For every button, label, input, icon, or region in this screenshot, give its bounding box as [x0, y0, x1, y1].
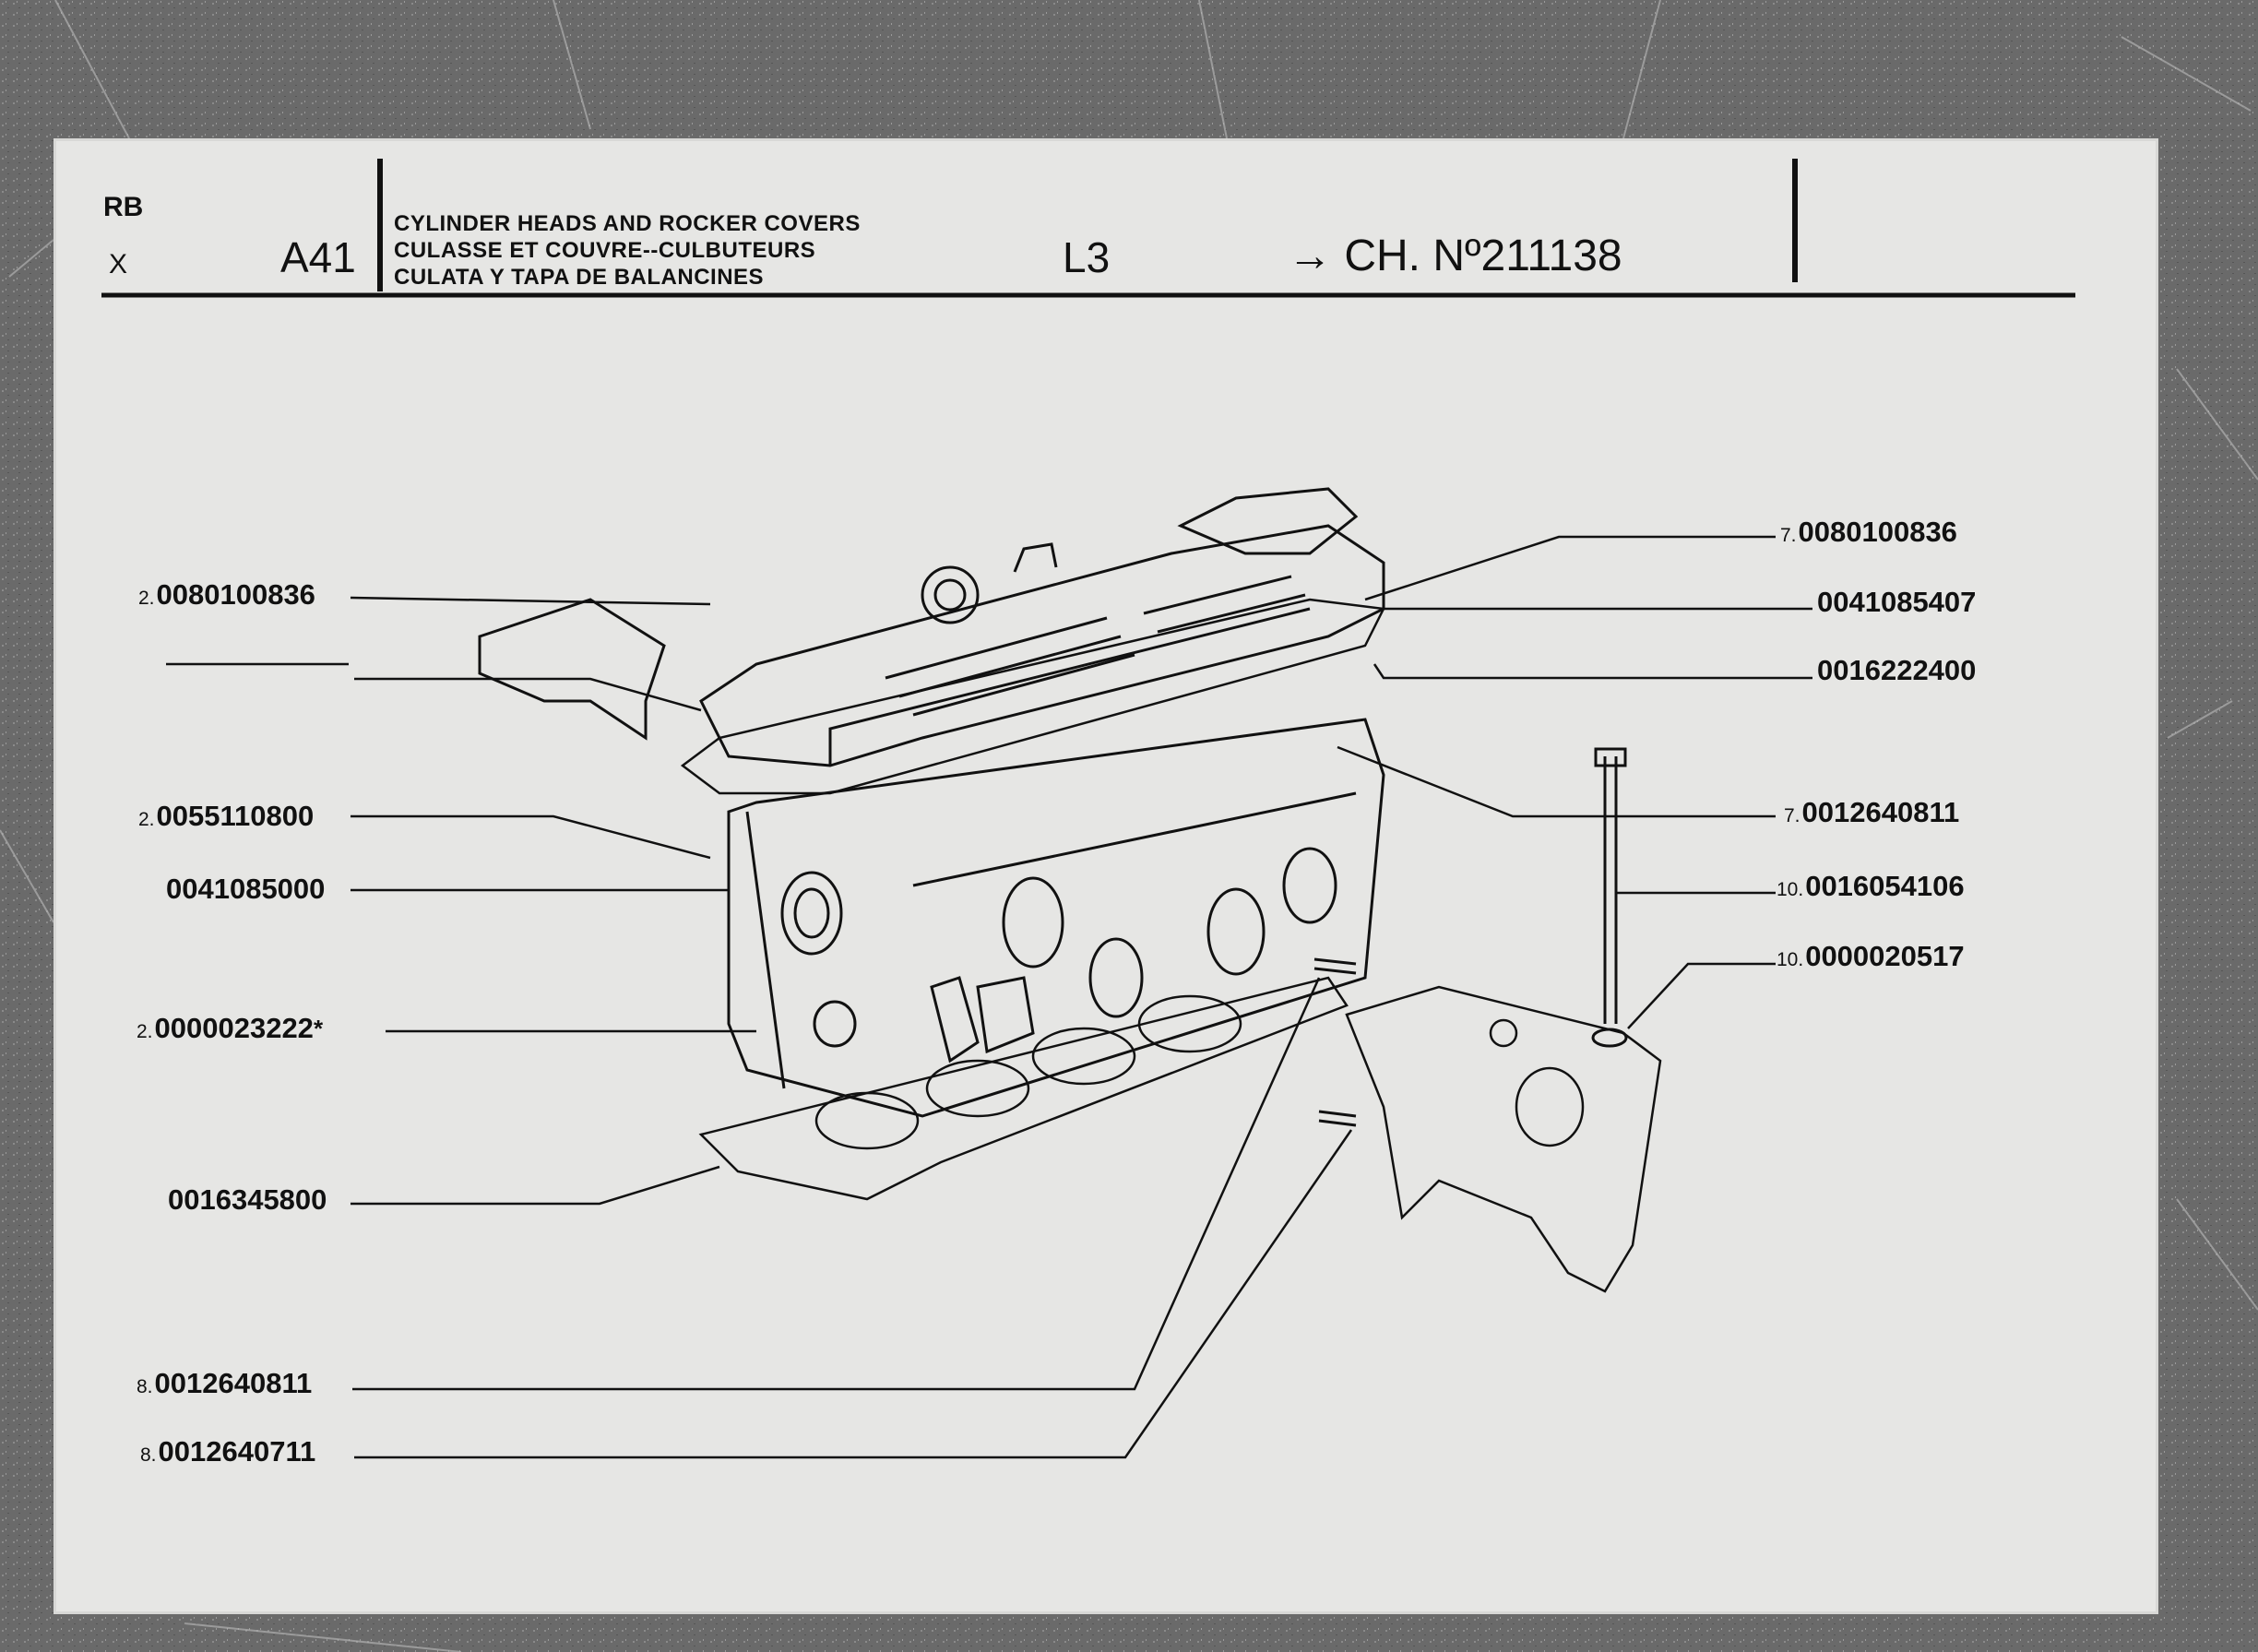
section-title: CYLINDER HEADS AND ROCKER COVERS CULASSE… [394, 210, 861, 291]
parts-sheet [53, 138, 2158, 1614]
title-spanish: CULATA Y TAPA DE BALANCINES [394, 265, 765, 290]
washer [1591, 1028, 1628, 1048]
part-number: 0012640711 [158, 1435, 316, 1468]
part-number: 0012640811 [1801, 796, 1960, 828]
part-number: 0012640811 [154, 1367, 313, 1399]
title-english: CYLINDER HEADS AND ROCKER COVERS [394, 211, 861, 236]
part-qty: 8. [140, 1444, 157, 1466]
part-number: 0041085407 [1817, 586, 1977, 618]
part-mark: * [313, 1015, 324, 1042]
part-label-left: 2.0000023222* [137, 1013, 323, 1048]
part-number: 0041085000 [166, 873, 326, 905]
part-qty: 7. [1780, 525, 1797, 546]
part-number: 0000020517 [1805, 940, 1965, 972]
part-label-left: 8.0012640711 [140, 1436, 315, 1471]
section-code: A41 [280, 233, 356, 281]
part-label-right: 7.0012640811 [1784, 797, 1959, 832]
stud-upper [1313, 957, 1357, 975]
part-label-right: 10.0000020517 [1777, 941, 1965, 976]
part-number: 0016345800 [168, 1183, 327, 1216]
cylinder-head [727, 718, 1385, 1118]
line-code: RB [103, 192, 144, 222]
part-number: 0016222400 [1817, 654, 1977, 686]
part-label-right: 7.0080100836 [1780, 517, 1957, 552]
head-gasket [698, 976, 1349, 1201]
leaders-right [1337, 535, 1812, 1029]
gasket-bores [814, 994, 1242, 1150]
title-french: CULASSE ET COUVRE--CULBUTEURS [394, 238, 816, 263]
chassis-reference: → CH. Nº211138 [1288, 232, 1622, 280]
part-number: 0080100836 [1798, 516, 1957, 548]
part-label-left: 2.0055110800 [138, 801, 314, 836]
part-label-right: 10.0016054106 [1777, 871, 1965, 906]
heat-shield-top [1177, 487, 1359, 555]
variant-code: X [109, 249, 128, 279]
long-bolt [1594, 747, 1627, 1024]
part-qty: 10. [1777, 949, 1804, 970]
part-number: 0016054106 [1805, 870, 1965, 902]
part-qty: 7. [1784, 805, 1800, 826]
part-number: 0080100836 [156, 578, 315, 611]
part-qty: 2. [138, 588, 155, 609]
rocker-gasket [680, 598, 1385, 795]
part-qty: 10. [1777, 879, 1804, 900]
part-label-left: 0016345800 [166, 1184, 327, 1219]
engine-code: L3 [1063, 233, 1111, 281]
part-label-right: 0041085407 [1815, 587, 1976, 622]
part-qty: 8. [137, 1376, 153, 1397]
part-number: 0000023222 [154, 1012, 314, 1044]
part-label-right: 0016222400 [1815, 655, 1976, 690]
part-qty: 2. [138, 809, 155, 830]
part-label-left: 8.0012640811 [137, 1368, 312, 1403]
part-label-left: 2.0080100836 [138, 579, 315, 614]
part-number: 0055110800 [156, 800, 315, 832]
heat-shield-left [478, 598, 666, 741]
leaders-left [166, 596, 1353, 1459]
part-label-left: 0041085000 [164, 874, 325, 909]
timing-cover [1345, 985, 1662, 1293]
part-qty: 2. [137, 1021, 153, 1042]
stud-lower [1318, 1110, 1357, 1127]
